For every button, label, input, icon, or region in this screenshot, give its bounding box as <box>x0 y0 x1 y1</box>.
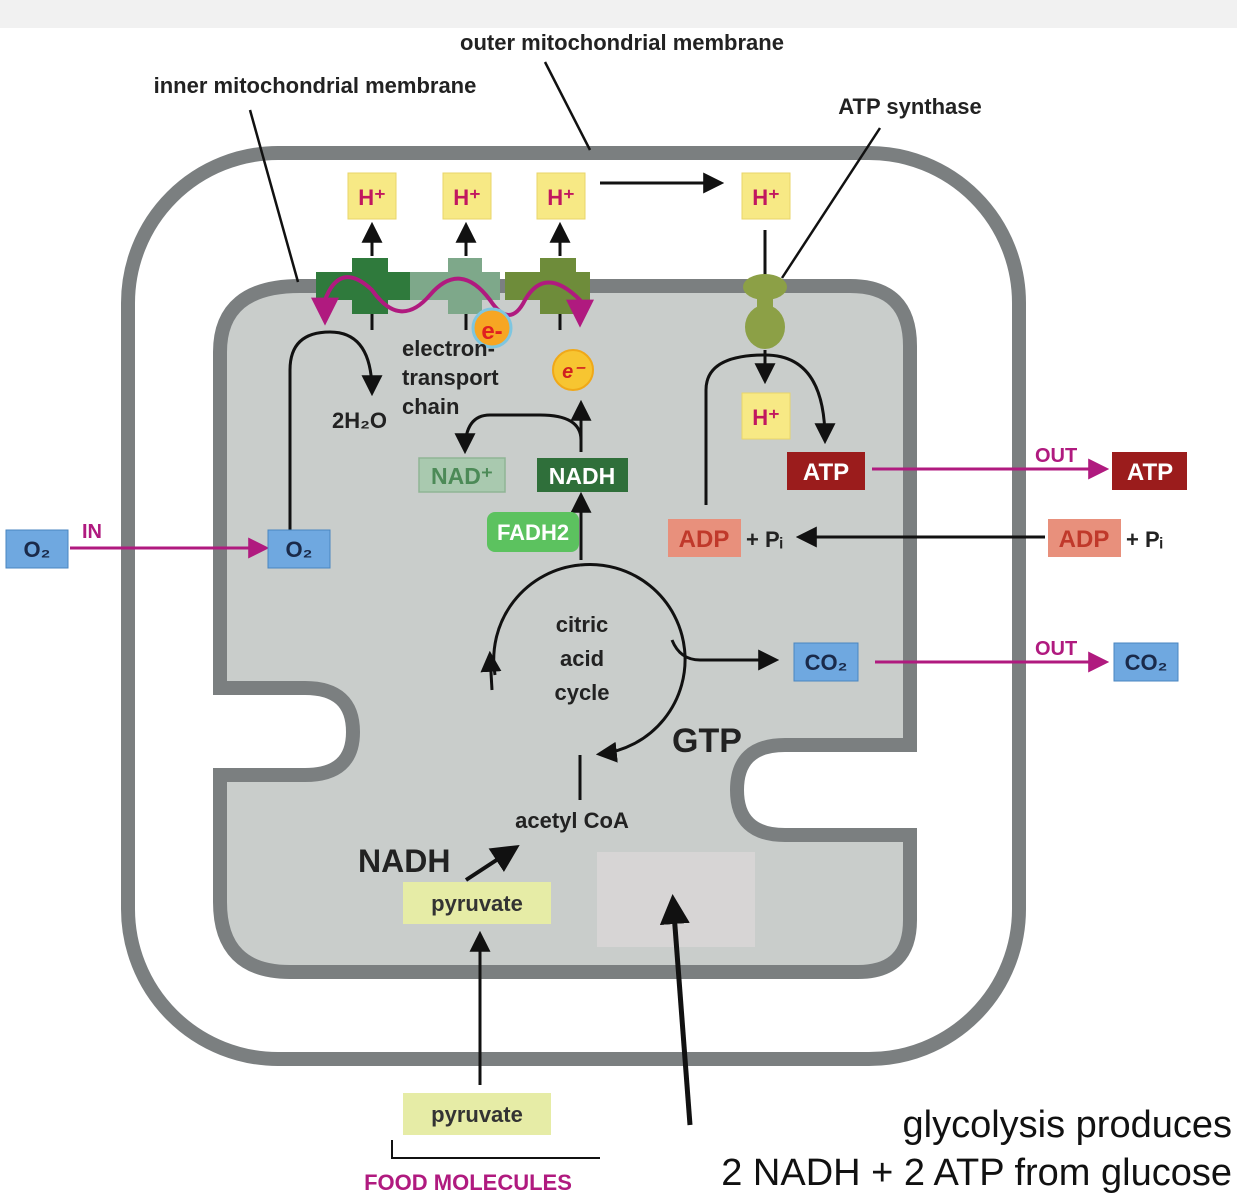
adp-box-outside: ADP <box>1048 519 1121 557</box>
out-atp-label: OUT <box>1035 445 1077 467</box>
inner-membrane-pointer <box>248 109 300 283</box>
etc-label-line2: transport <box>402 365 499 390</box>
nadh-large-label: NADH <box>358 843 450 879</box>
in-label: IN <box>82 521 102 543</box>
svg-text:CO₂: CO₂ <box>805 650 848 675</box>
svg-text:ATP: ATP <box>1127 459 1173 486</box>
outer-membrane-pointer <box>543 61 592 151</box>
pyruvate-box-matrix: pyruvate <box>403 882 551 924</box>
inner-membrane <box>213 279 917 979</box>
svg-text:e⁻: e⁻ <box>562 361 586 383</box>
atp-synthase <box>743 230 787 349</box>
fadh2-box: FADH2 <box>487 512 579 552</box>
svg-text:e-: e- <box>481 318 502 345</box>
svg-text:CO₂: CO₂ <box>1125 650 1168 675</box>
proton-box-2: H⁺ <box>442 172 492 220</box>
proton-box-4: H⁺ <box>741 172 791 220</box>
cycle-label-line2: acid <box>560 646 604 671</box>
svg-text:ATP: ATP <box>803 459 849 486</box>
proton-box-1: H⁺ <box>347 172 397 220</box>
svg-text:NAD⁺: NAD⁺ <box>431 463 493 489</box>
pyruvate-box-outside: pyruvate <box>403 1093 551 1135</box>
atp-synthase-pointer <box>780 127 882 279</box>
svg-text:FADH2: FADH2 <box>497 520 569 545</box>
glycolysis-line1: glycolysis produces <box>903 1104 1232 1146</box>
proton-box-3: H⁺ <box>536 172 586 220</box>
etc-label-line1: electron- <box>402 336 495 361</box>
svg-text:pyruvate: pyruvate <box>431 1102 523 1127</box>
nadh-box: NADH <box>537 458 628 492</box>
electron-path <box>311 275 594 328</box>
inner-membrane-label: inner mitochondrial membrane <box>154 73 477 98</box>
food-molecules-label: FOOD MOLECULES <box>364 1170 572 1195</box>
svg-text:ADP: ADP <box>679 526 730 553</box>
atp-synthesis-arrow <box>704 353 836 505</box>
cycle-label-line1: citric <box>556 612 609 637</box>
out-co2-label: OUT <box>1035 638 1077 660</box>
o2-box-outside: O₂ <box>5 529 69 569</box>
pi-label-inside: + Pᵢ <box>746 527 783 552</box>
nad-plus-box: NAD⁺ <box>418 457 506 493</box>
etc-label-line3: chain <box>402 394 459 419</box>
co2-box-outside: CO₂ <box>1113 642 1179 682</box>
water-label: 2H₂O <box>332 408 387 433</box>
pyruvate-to-acetyl-arrow <box>464 844 520 882</box>
gtp-label: GTP <box>672 722 742 760</box>
atp-synthase-label: ATP synthase <box>838 94 981 119</box>
svg-text:ADP: ADP <box>1059 526 1110 553</box>
adp-box-inside: ADP <box>668 519 741 557</box>
svg-text:H⁺: H⁺ <box>752 185 780 210</box>
electron-e-minus-etc: e- <box>471 307 513 349</box>
svg-text:O₂: O₂ <box>286 537 313 562</box>
svg-text:H⁺: H⁺ <box>453 185 481 210</box>
oxygen-loop-arrow <box>288 330 383 530</box>
outer-membrane-label: outer mitochondrial membrane <box>460 30 784 55</box>
svg-text:H⁺: H⁺ <box>547 185 575 210</box>
acetyl-coa-label: acetyl CoA <box>515 808 629 833</box>
nadh-to-nad-arrow <box>454 413 583 455</box>
atp-box-inside: ATP <box>787 452 865 490</box>
cycle-label-line3: cycle <box>554 680 609 705</box>
top-strip <box>0 0 1237 28</box>
glycolysis-line2: 2 NADH + 2 ATP from glucose <box>721 1152 1232 1194</box>
o2-box-inside: O₂ <box>267 529 331 569</box>
svg-text:O₂: O₂ <box>24 537 51 562</box>
pi-label-outside: + Pᵢ <box>1126 527 1163 552</box>
atp-box-outside: ATP <box>1112 452 1187 490</box>
co2-box-inside: CO₂ <box>793 642 859 682</box>
cycle-left-arrow <box>480 650 502 691</box>
electron-from-nadh: e⁻ <box>552 349 594 391</box>
food-bracket <box>391 1140 600 1159</box>
citric-acid-cycle-ring <box>579 562 687 763</box>
svg-text:H⁺: H⁺ <box>358 185 386 210</box>
proton-box-matrix: H⁺ <box>741 392 791 440</box>
glycolysis-arrow <box>659 894 693 1126</box>
svg-text:H⁺: H⁺ <box>752 405 780 430</box>
svg-text:pyruvate: pyruvate <box>431 891 523 916</box>
cycle-to-co2-arrow <box>670 639 780 671</box>
svg-text:NADH: NADH <box>549 463 615 489</box>
